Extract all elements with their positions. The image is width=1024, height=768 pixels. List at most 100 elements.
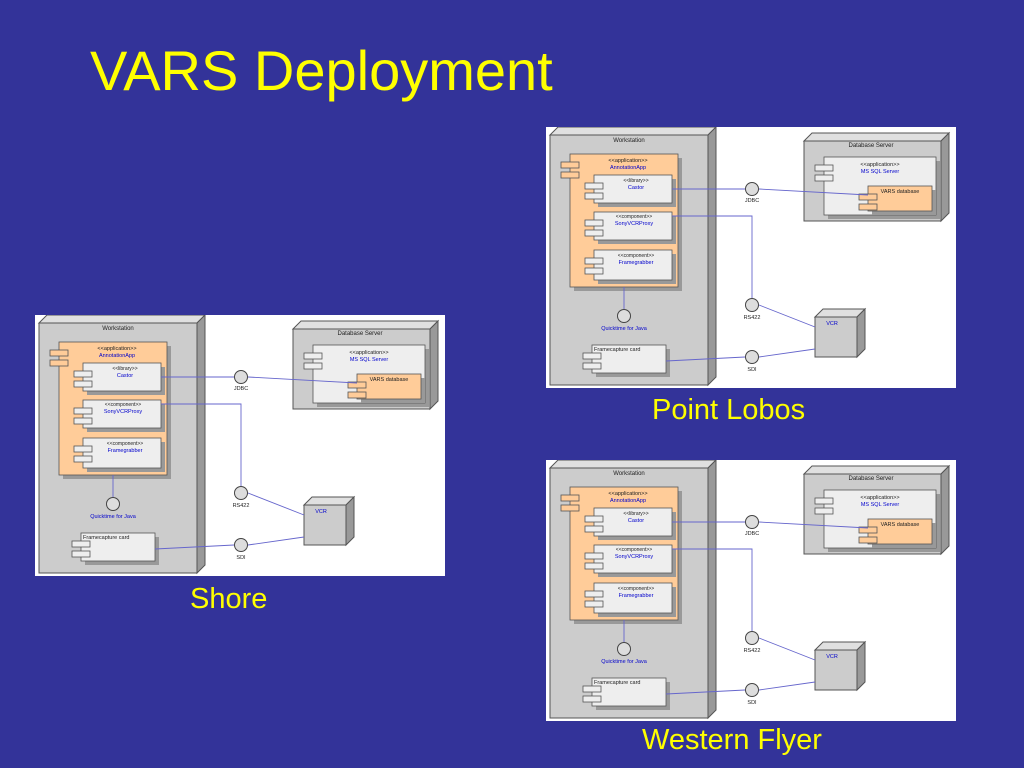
rs422-label: RS422: [744, 648, 761, 654]
vcr-node-front: [814, 649, 858, 691]
sony-to-rs422-connector: [672, 215, 753, 298]
framegrabber-component-tab-top: [73, 445, 93, 453]
quicktime-interface-icon: [106, 497, 120, 511]
jdbc-interface-icon: [745, 515, 759, 529]
framecapture-card-component-tab-bottom: [582, 362, 602, 370]
ms-sql-server-component-tab-bottom: [814, 507, 834, 515]
sdi-label: SDI: [236, 555, 246, 561]
vcr-label: VCR: [315, 509, 327, 515]
workstation-label: Workstation: [613, 138, 645, 144]
castor-component-tab-bottom: [584, 525, 604, 533]
framegrabber-component-tab-top: [584, 257, 604, 265]
sony-vcr-proxy-stereotype: <<component>>: [616, 547, 652, 553]
sony-to-rs422-connector: [161, 403, 242, 486]
sony-vcr-proxy-component-body: [593, 544, 673, 574]
vars-database-component-tab-bottom: [858, 203, 878, 211]
framecapture-card-component-tab-top: [71, 540, 91, 548]
sdi-label: SDI: [747, 700, 757, 706]
jdbc-to-database-connector: [758, 521, 869, 529]
sony-vcr-proxy-label: SonyVCRProxy: [104, 409, 142, 415]
rs422-to-vcr-connector: [758, 304, 816, 328]
workstation-node-side: [707, 127, 717, 387]
rs422-to-vcr-connector: [247, 492, 305, 516]
sony-vcr-proxy-stereotype: <<component>>: [616, 214, 652, 220]
framegrabber-label: Framegrabber: [619, 260, 654, 266]
sony-vcr-proxy-label: SonyVCRProxy: [615, 221, 653, 227]
workstation-node-side: [707, 460, 717, 720]
framecapture-card-component-body: [591, 677, 667, 707]
jdbc-label: JDBC: [745, 198, 759, 204]
database-server-label: Database Server: [848, 143, 893, 149]
sony-vcr-proxy-label: SonyVCRProxy: [615, 554, 653, 560]
annotation-app-stereotype: <<application>>: [608, 491, 647, 497]
annotation-app-component-tab-bottom: [560, 171, 580, 179]
vcr-node-front: [303, 504, 347, 546]
ms-sql-label: MS SQL Server: [861, 502, 899, 508]
vars-database-component-tab-bottom: [858, 536, 878, 544]
database-server-node-top: [291, 320, 440, 330]
database-server-label: Database Server: [337, 331, 382, 337]
point-lobos-caption: Point Lobos: [652, 394, 806, 426]
quicktime-label: Quicktime for Java: [90, 514, 136, 520]
vars-database-component-body: [867, 518, 933, 545]
annotation-app-component-tab-top: [49, 349, 69, 357]
jdbc-interface-icon: [745, 182, 759, 196]
quicktime-interface-icon: [617, 309, 631, 323]
framecapture-card-component-body: [80, 532, 156, 562]
slide-title: VARS Deployment: [90, 39, 553, 102]
sony-vcr-proxy-component-tab-bottom: [584, 562, 604, 570]
rs422-interface-icon: [745, 298, 759, 312]
framecapture-card-label: Framecapture card: [83, 535, 129, 541]
workstation-label: Workstation: [102, 326, 134, 332]
ms-sql-server-component-tab-bottom: [814, 174, 834, 182]
vars-database-label: VARS database: [881, 522, 920, 528]
vars-database-component-tab-top: [347, 381, 367, 389]
vars-database-component-tab-top: [858, 193, 878, 201]
vars-database-component-body: [356, 373, 422, 400]
annotation-app-label: AnnotationApp: [610, 165, 646, 171]
castor-component-tab-bottom: [584, 192, 604, 200]
rs422-label: RS422: [744, 315, 761, 321]
sdi-interface-icon: [234, 538, 248, 552]
jdbc-label: JDBC: [234, 386, 248, 392]
sdi-to-vcr-connector: [247, 536, 305, 546]
sony-vcr-proxy-component-tab-bottom: [584, 229, 604, 237]
sdi-label: SDI: [747, 367, 757, 373]
framegrabber-stereotype: <<component>>: [618, 253, 654, 259]
framegrabber-component-body: [593, 249, 673, 281]
ms-sql-server-component-tab-bottom: [303, 362, 323, 370]
vars-database-component-body: [867, 185, 933, 212]
vcr-node-side: [856, 307, 866, 359]
quicktime-label: Quicktime for Java: [601, 326, 647, 332]
castor-stereotype: <<library>>: [623, 511, 648, 517]
database-server-node-side: [429, 319, 439, 411]
workstation-node-side: [196, 315, 206, 575]
sony-vcr-proxy-component-tab-top: [73, 407, 93, 415]
framecapture-card-component-tab-bottom: [582, 695, 602, 703]
western-flyer-caption: Western Flyer: [642, 724, 822, 756]
annotation-app-component-tab-top: [560, 494, 580, 502]
framegrabber-stereotype: <<component>>: [107, 441, 143, 447]
annotation-app-stereotype: <<application>>: [608, 158, 647, 164]
framecapture-card-label: Framecapture card: [594, 347, 640, 353]
framecapture-to-sdi-connector: [665, 356, 746, 362]
castor-stereotype: <<library>>: [112, 366, 137, 372]
quicktime-label: Quicktime for Java: [601, 659, 647, 665]
jdbc-to-database-connector: [758, 188, 869, 196]
sony-vcr-proxy-component-body: [82, 399, 162, 429]
ms-sql-stereotype: <<application>>: [860, 495, 899, 501]
vcr-node-side: [345, 495, 355, 547]
jdbc-interface-icon: [234, 370, 248, 384]
vars-database-label: VARS database: [881, 189, 920, 195]
sony-vcr-proxy-stereotype: <<component>>: [105, 402, 141, 408]
framecapture-card-component-tab-bottom: [71, 550, 91, 558]
sony-vcr-proxy-component-tab-top: [584, 552, 604, 560]
sony-to-rs422-connector: [672, 548, 753, 631]
framecapture-card-component-body: [591, 344, 667, 374]
framegrabber-component-tab-bottom: [73, 455, 93, 463]
